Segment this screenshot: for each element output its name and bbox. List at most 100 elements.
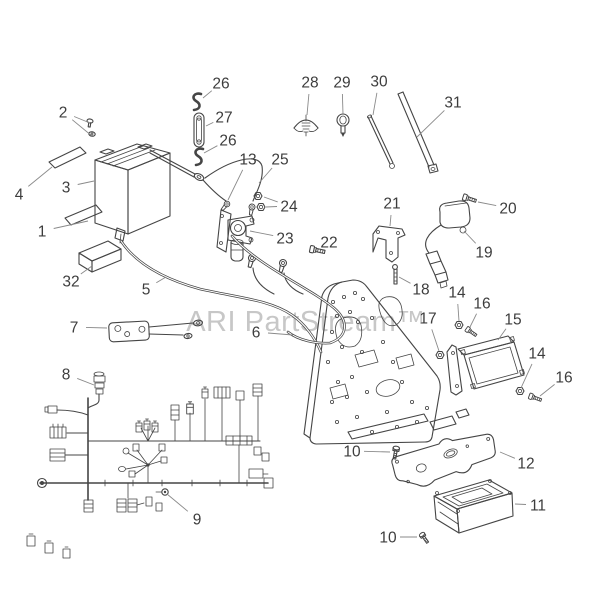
callout-7-6[interactable]: 7	[70, 319, 79, 336]
leader-line-8-7	[77, 377, 95, 386]
part-7-fuse-holder	[108, 319, 204, 343]
callout-4-3[interactable]: 4	[15, 186, 24, 203]
part-13-wire	[149, 149, 232, 213]
part-4-plate	[48, 146, 87, 169]
leader-line-13-13	[227, 169, 244, 201]
part-11-module	[433, 479, 514, 534]
callout-1-0[interactable]: 1	[38, 223, 47, 240]
callout-14-14[interactable]: 14	[448, 284, 466, 301]
callout-19-21[interactable]: 19	[475, 244, 492, 261]
callout-25-27[interactable]: 25	[271, 151, 288, 168]
callout-3-2[interactable]: 3	[62, 179, 71, 196]
leader-line-14-15	[520, 363, 533, 389]
leader-line-1-0	[53, 220, 89, 229]
callout-30-33[interactable]: 30	[370, 73, 388, 90]
part-23-solenoid	[216, 209, 255, 262]
leader-line-12-12	[499, 451, 516, 459]
leader-line-16-18	[539, 384, 555, 397]
part-16-bolt-upper	[464, 325, 479, 339]
leader-line-19-21	[463, 230, 477, 244]
callout-26-29[interactable]: 26	[219, 132, 236, 149]
part-18-bolt	[392, 264, 398, 285]
part-1-plate	[64, 204, 103, 226]
part-16-bolt-lower	[527, 392, 543, 404]
callout-2-1[interactable]: 2	[59, 104, 68, 121]
part-12-bracket	[391, 433, 496, 487]
part-28-clip	[293, 114, 319, 137]
leader-line-6-5	[267, 332, 294, 336]
callout-18-20[interactable]: 18	[412, 281, 429, 298]
leader-line-28-31	[306, 93, 310, 116]
leader-line-24-26	[263, 196, 278, 203]
callout-27-30[interactable]: 27	[215, 109, 232, 126]
callout-26-28[interactable]: 26	[212, 75, 229, 92]
leader-line-26-29	[203, 145, 218, 154]
callout-23-25[interactable]: 23	[276, 230, 293, 247]
leader-line-14-14	[457, 303, 460, 322]
callout-13-13[interactable]: 13	[239, 151, 256, 168]
part-14-nut-lower	[515, 386, 525, 396]
callout-21-23[interactable]: 21	[383, 195, 400, 212]
callout-17-19[interactable]: 17	[419, 310, 436, 327]
callout-16-18[interactable]: 16	[555, 369, 572, 386]
callout-29-32[interactable]: 29	[333, 74, 350, 91]
leader-line-2-1	[73, 116, 91, 124]
part-10-bolt-lower	[418, 531, 431, 545]
callout-10-9[interactable]: 10	[343, 443, 361, 460]
watermark: ARI PartStream™	[186, 306, 426, 338]
part-30-rod	[367, 114, 395, 169]
callout-12-12[interactable]: 12	[517, 455, 534, 472]
callout-20-22[interactable]: 20	[499, 200, 517, 217]
leader-line-26-28	[202, 90, 213, 99]
leader-line-32-35	[80, 265, 93, 275]
leader-line-23-25	[249, 230, 274, 237]
part-20-bolt	[461, 193, 478, 205]
leader-line-11-11	[514, 503, 527, 505]
part-9-connector	[155, 488, 169, 496]
frame-plate	[303, 279, 470, 445]
part-15-ecu	[446, 335, 525, 396]
callout-8-7[interactable]: 8	[62, 366, 71, 383]
leader-line-3-2	[77, 180, 95, 185]
part-14-nut-upper	[454, 320, 464, 330]
callout-6-5[interactable]: 6	[252, 324, 261, 341]
part-17-nut	[435, 350, 445, 360]
callout-15-16[interactable]: 15	[504, 311, 521, 328]
part-10-bolt-upper	[390, 445, 401, 460]
callout-28-31[interactable]: 28	[301, 74, 318, 91]
part-19-coil	[425, 200, 471, 289]
leader-line-5-4	[156, 276, 167, 284]
callout-5-4[interactable]: 5	[142, 281, 151, 298]
callout-24-26[interactable]: 24	[280, 198, 298, 215]
leader-line-30-33	[372, 92, 378, 116]
leader-line-24-26	[265, 206, 278, 208]
part-26-hook-upper	[192, 92, 203, 112]
callout-10-10[interactable]: 10	[379, 529, 397, 546]
leader-line-29-32	[341, 93, 344, 115]
part-8-harness	[26, 371, 274, 559]
callout-22-24[interactable]: 22	[320, 234, 337, 251]
part-6-terminals	[245, 253, 304, 295]
leader-line-10-9	[363, 450, 391, 453]
callout-32-35[interactable]: 32	[62, 273, 79, 290]
callout-16-17[interactable]: 16	[473, 295, 490, 312]
part-26-hook-lower	[194, 147, 205, 167]
leader-line-31-34	[416, 110, 445, 138]
callout-11-11[interactable]: 11	[530, 497, 546, 514]
leader-line-7-6	[85, 326, 108, 329]
leader-line-15-16	[497, 328, 507, 341]
callout-9-8[interactable]: 9	[193, 511, 202, 528]
callout-31-34[interactable]: 31	[444, 94, 461, 111]
part-27-strap	[193, 112, 205, 148]
leader-line-16-17	[469, 313, 478, 328]
leader-line-27-30	[205, 121, 214, 127]
leader-line-25-27	[258, 167, 273, 184]
part-2-bolts	[86, 118, 96, 137]
leader-line-21-23	[389, 214, 392, 227]
callout-14-15[interactable]: 14	[528, 345, 546, 362]
part-31-rod	[397, 91, 439, 174]
part-6-cable	[230, 234, 346, 345]
part-32-pad	[78, 240, 122, 273]
